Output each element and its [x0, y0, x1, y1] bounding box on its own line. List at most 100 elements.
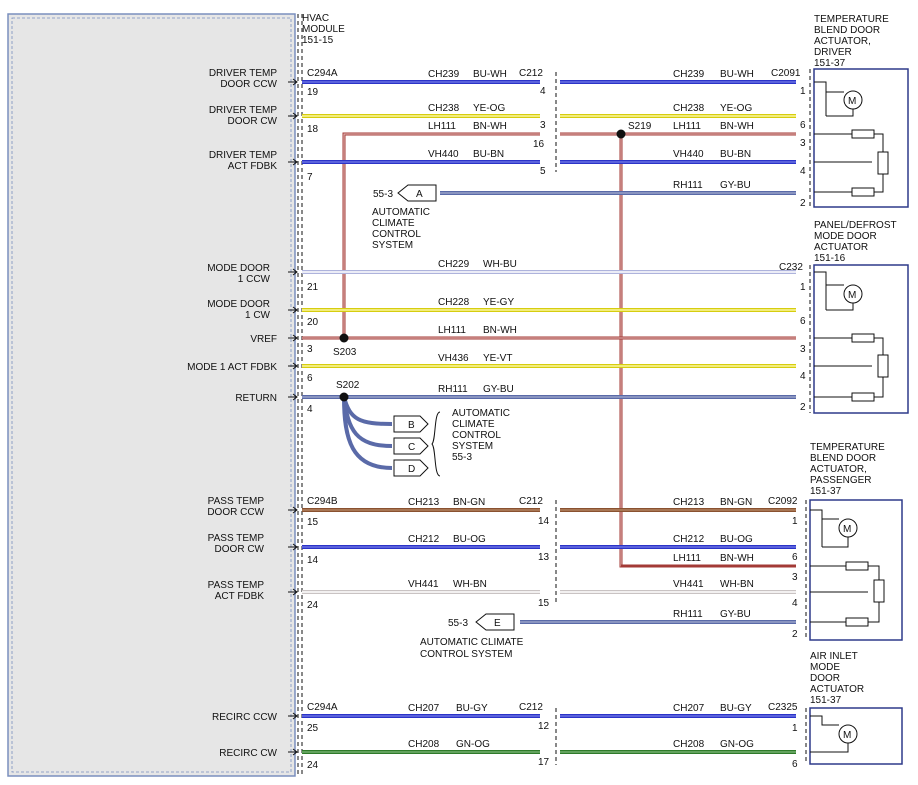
color-code-label: WH-BN — [720, 579, 754, 590]
actuator-mode-label-1: PANEL/DEFROST — [814, 220, 897, 231]
pin-label-driver-ccw-1: DRIVER TEMP — [209, 68, 277, 79]
wire-row-lh111-pass: LH111 BN-WH — [621, 553, 796, 568]
color-code-label: WH-BU — [483, 259, 517, 270]
actuator-driver-label-1: TEMPERATURE — [814, 14, 889, 25]
wire-row-rh111-a: RH111 GY-BU — [440, 180, 796, 195]
splice-s202-label: S202 — [336, 380, 360, 391]
pin-label-mode-ccw-2: 1 CCW — [238, 274, 271, 285]
wire-row-vh441: VH441 WH-BN VH441 WH-BN — [302, 579, 796, 594]
module-pin: 21 — [307, 282, 319, 293]
connector-c212-top: C212 — [519, 68, 543, 79]
svg-text:M: M — [843, 524, 851, 535]
circuit-label: CH208 — [673, 739, 705, 750]
ref-e-page: 55-3 — [448, 618, 468, 629]
ref-c-arrow-icon — [393, 437, 429, 455]
actuator-pin: 1 — [800, 282, 806, 293]
color-code-label: BN-GN — [453, 497, 485, 508]
ref-b-arrow-icon — [393, 415, 429, 433]
ref-e-text-2: CONTROL SYSTEM — [420, 649, 512, 660]
c212-pin: 4 — [540, 86, 546, 97]
wire-row-lh111-driver: LH111 BN-WH LH111 BN-WH — [428, 121, 796, 136]
circuit-label: RH111 — [673, 180, 703, 191]
ref-a-text-3: CONTROL — [372, 229, 421, 240]
color-code-label: BN-WH — [483, 325, 517, 336]
module-pin: 3 — [307, 344, 313, 355]
module-pin: 14 — [307, 555, 319, 566]
pin-label-mode-ccw-1: MODE DOOR — [207, 263, 270, 274]
module-pin-numbers: 19 18 7 21 20 3 6 4 15 14 24 25 24 — [307, 87, 319, 771]
module-pin: 25 — [307, 723, 319, 734]
color-code-label: GN-OG — [456, 739, 490, 750]
ref-bcd-text-5: 55-3 — [452, 452, 472, 463]
module-pin: 4 — [307, 404, 313, 415]
ref-e-arrow-icon — [475, 613, 515, 631]
circuit-label: CH238 — [673, 103, 705, 114]
circuit-label: LH111 — [673, 121, 701, 132]
circuit-label: CH208 — [408, 739, 440, 750]
color-code-label: BN-GN — [720, 497, 752, 508]
actuator-pin: 1 — [792, 516, 798, 527]
connector-c294b: C294B — [307, 496, 338, 507]
ref-bcd[interactable]: B C D AUTOMATIC CLIMATE CONTROL SYSTEM 5… — [393, 408, 510, 477]
svg-text:M: M — [843, 730, 851, 741]
module-pin: 6 — [307, 373, 313, 384]
ref-a[interactable]: 55-3 A AUTOMATIC CLIMATE CONTROL SYSTEM — [372, 184, 437, 251]
wire-row-ch213: CH213 BN-GN CH213 BN-GN — [302, 497, 796, 512]
actuator-recirc-box — [809, 707, 903, 765]
actuator-recirc-label-4: ACTUATOR — [810, 684, 864, 695]
potentiometer-icon — [877, 354, 889, 378]
module-pin: 7 — [307, 172, 313, 183]
wire-row-ch228: CH228 YE-GY — [302, 297, 796, 312]
potentiometer-icon — [877, 151, 889, 175]
pin-label-pass-cw-2: DOOR CW — [215, 544, 265, 555]
module-pin: 24 — [307, 600, 319, 611]
color-code-label: BU-GY — [456, 703, 488, 714]
resistor-icon — [851, 392, 875, 402]
color-code-label: BU-WH — [720, 69, 754, 80]
actuator-pass-box — [809, 499, 903, 641]
resistor-icon — [845, 617, 869, 627]
pin-label-driver-fdbk-2: ACT FDBK — [228, 161, 278, 172]
pin-label-recirc-ccw: RECIRC CCW — [212, 712, 278, 723]
c212-pin: 15 — [538, 598, 550, 609]
actuator-driver-label-4: DRIVER — [814, 47, 852, 58]
svg-text:M: M — [848, 290, 856, 301]
actuator-driver-label-5: 151-37 — [814, 58, 846, 69]
actuator-pin: 2 — [792, 629, 798, 640]
ref-bcd-text-1: AUTOMATIC — [452, 408, 510, 419]
color-code-label: BU-OG — [453, 534, 486, 545]
connector-c2325: C2325 — [768, 702, 798, 713]
ref-e[interactable]: 55-3 E AUTOMATIC CLIMATE CONTROL SYSTEM — [420, 613, 524, 660]
connector-c2091: C2091 — [771, 68, 801, 79]
splice-s219-dot — [616, 129, 626, 139]
actuator-pin: 6 — [800, 120, 806, 131]
circuit-label: VH436 — [438, 353, 469, 364]
splice-s203-dot — [339, 333, 349, 343]
c212-pin: 12 — [538, 721, 550, 732]
wire-row-ch208: CH208 GN-OG CH208 GN-OG — [302, 739, 796, 754]
ref-a-text-1: AUTOMATIC — [372, 207, 430, 218]
actuator-pin: 1 — [800, 86, 806, 97]
module-pin: 15 — [307, 517, 319, 528]
pin-label-driver-fdbk-1: DRIVER TEMP — [209, 150, 277, 161]
actuator-pass-label-1: TEMPERATURE — [810, 442, 885, 453]
svg-text:M: M — [848, 96, 856, 107]
actuator-pin: 6 — [792, 759, 798, 770]
color-code-label: BU-OG — [720, 534, 753, 545]
color-code-label: GY-BU — [720, 180, 751, 191]
pin-label-driver-cw-2: DOOR CW — [228, 116, 278, 127]
connector-c294a-bottom: C294A — [307, 702, 338, 713]
ref-bcd-text-3: CONTROL — [452, 430, 501, 441]
circuit-label: CH213 — [408, 497, 440, 508]
wire-row-ch207: CH207 BU-GY CH207 BU-GY — [302, 703, 796, 718]
actuator-recirc-label-1: AIR INLET — [810, 651, 858, 662]
actuator-recirc-label-2: MODE — [810, 662, 840, 673]
actuator-pass-label-3: ACTUATOR, — [810, 464, 867, 475]
circuit-label: VH441 — [408, 579, 439, 590]
pin-label-vref: VREF — [250, 334, 277, 345]
ref-a-text-4: SYSTEM — [372, 240, 413, 251]
actuator-mode-box — [813, 264, 909, 414]
resistor-icon — [851, 333, 875, 343]
ref-a-page: 55-3 — [373, 189, 393, 200]
c212-pin: 14 — [538, 516, 550, 527]
